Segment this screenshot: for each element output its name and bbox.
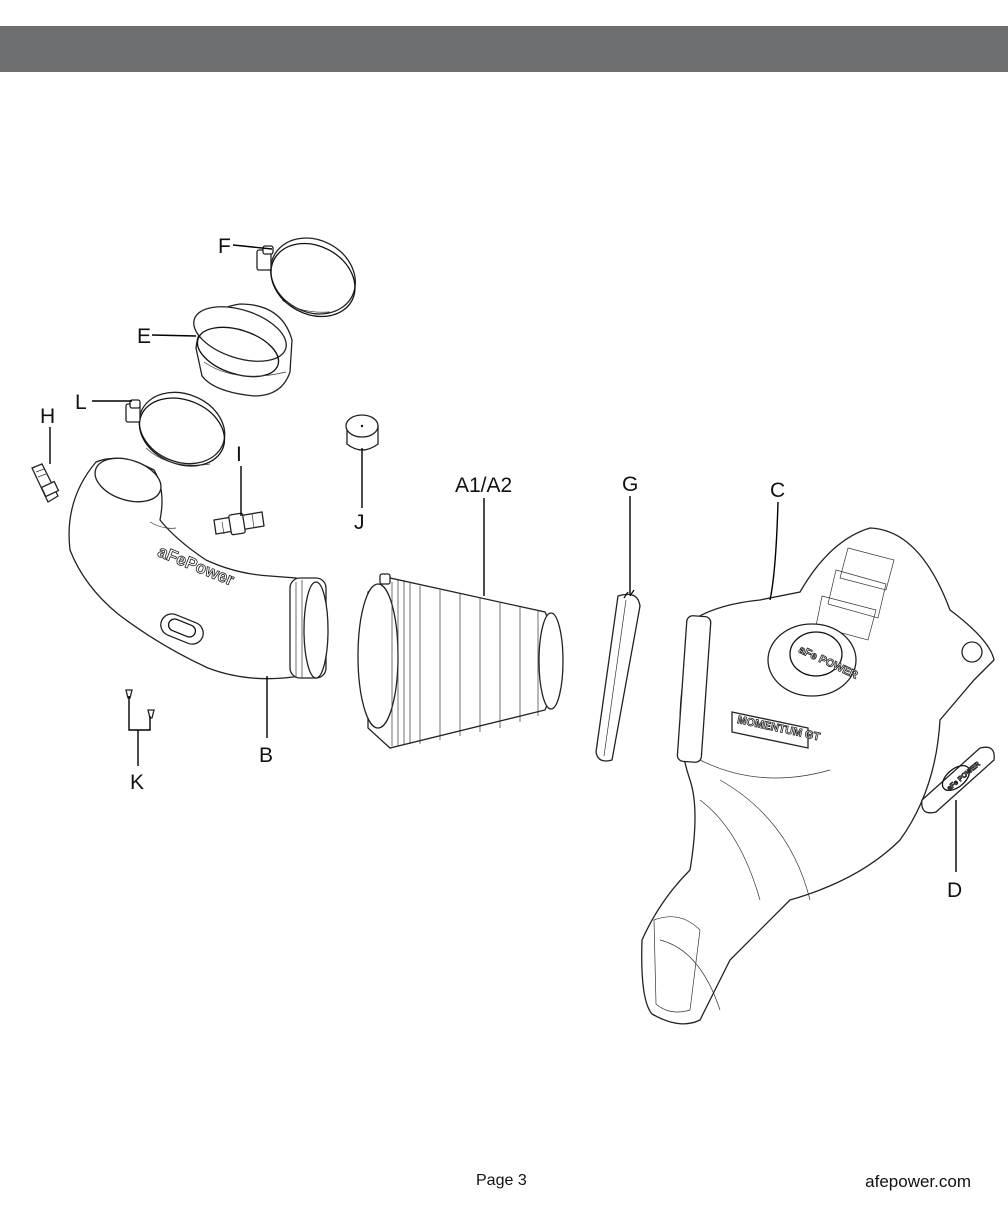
callout-c: C [770, 479, 785, 502]
leader-lines [49, 244, 957, 872]
callout-labels: F E L H I J A1/A2 G C B K D [40, 235, 962, 902]
site-url: afepower.com [865, 1172, 971, 1191]
part-l-hose-clamp [125, 391, 226, 467]
part-b-intake-tube: aFePower [68, 457, 329, 680]
page-number: Page 3 [476, 1172, 527, 1189]
part-h-fitting [31, 463, 60, 503]
callout-i: I [236, 443, 242, 466]
callout-a1-a2: A1/A2 [455, 474, 512, 497]
part-j-cap [345, 414, 379, 451]
callout-k: K [130, 771, 144, 794]
part-i-fitting [213, 511, 265, 536]
callout-l: L [75, 391, 87, 414]
callout-h: H [40, 405, 55, 428]
part-c-airbox-housing: aFe POWER MOMENTUM GT [641, 527, 995, 1025]
callout-g: G [622, 473, 638, 496]
callout-d: D [947, 879, 962, 902]
part-f-hose-clamp [256, 237, 357, 318]
callout-b: B [259, 744, 273, 767]
callout-e: E [137, 325, 151, 348]
part-a-air-filter [357, 573, 564, 749]
part-k-screws [125, 689, 155, 719]
callout-f: F [218, 235, 231, 258]
header-bar [0, 26, 1008, 72]
callout-j: J [354, 511, 365, 534]
part-g-band [595, 589, 641, 762]
part-e-coupler [193, 303, 293, 397]
